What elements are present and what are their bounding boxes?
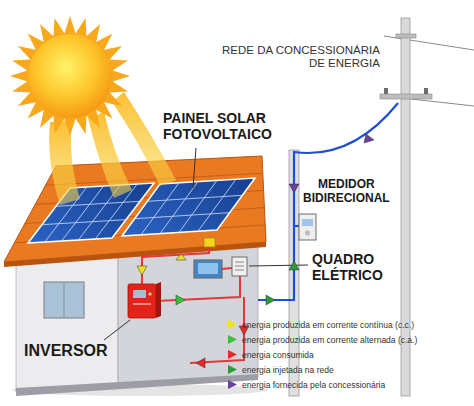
sun xyxy=(10,16,130,136)
flow-arrow-part xyxy=(196,358,205,368)
sun-rays-part xyxy=(49,120,80,205)
legend-text: energia consumida xyxy=(242,350,314,360)
house-part xyxy=(64,282,65,318)
house-part xyxy=(118,243,258,388)
legend-arrow xyxy=(228,335,237,344)
inverter-part xyxy=(156,282,161,318)
house-wiring-part xyxy=(142,247,209,284)
panel-board-part xyxy=(235,266,244,267)
panel-board-part xyxy=(232,257,247,276)
bidirectional-meter-part xyxy=(299,214,316,240)
sun-rays-part xyxy=(88,112,132,198)
roof-part xyxy=(4,242,266,267)
legend-row: energia produzida em corrente alternada … xyxy=(228,333,417,346)
legend-arrow xyxy=(228,320,237,329)
house-part xyxy=(16,252,118,392)
label-holder: PAINEL SOLAR FOTOVOLTAICO xyxy=(163,110,272,142)
solar-panel-part-part xyxy=(141,183,179,235)
sun-part xyxy=(28,34,112,118)
flow-arrow-part xyxy=(364,134,374,143)
bidirectional-meter-part xyxy=(302,219,313,226)
legend-row: energia consumida xyxy=(228,348,314,361)
house-wiring-part xyxy=(156,276,240,301)
panel-board xyxy=(232,257,247,276)
flow-arrow-part xyxy=(137,266,147,275)
solar-panel-part-part xyxy=(179,180,217,232)
inverter xyxy=(128,282,161,318)
inverter-part xyxy=(133,290,146,298)
legend-arrow xyxy=(228,380,237,389)
legend-text: energia fornecida pela concessionária xyxy=(242,380,385,390)
inverter-part xyxy=(128,284,156,318)
house-wiring-part xyxy=(190,297,244,363)
solar-panel-part-part xyxy=(160,182,198,234)
flow-arrow-part xyxy=(289,261,299,270)
meter-label: MEDIDOR BIDIRECIONAL xyxy=(303,178,390,206)
solar-panel-part-part xyxy=(198,179,236,231)
dc-junction-box xyxy=(204,238,215,247)
house xyxy=(16,243,258,396)
house-part xyxy=(44,282,84,318)
bidirectional-meter-part xyxy=(305,231,310,236)
panel-board-label: QUADRO ELÉTRICO xyxy=(312,251,383,283)
legend-row: energia fornecida pela concessionária xyxy=(228,378,385,391)
energy-monitor-part xyxy=(198,263,218,274)
utility-pole-part xyxy=(380,94,432,99)
label-holder: QUADRO ELÉTRICO xyxy=(312,251,383,283)
roof xyxy=(4,156,266,267)
service-wire xyxy=(258,103,398,300)
legend-text: energia produzida em corrente contínua (… xyxy=(242,320,414,330)
leader-line-part xyxy=(249,265,308,266)
flow-arrow-part xyxy=(289,184,299,193)
solar-panel-part-part xyxy=(135,213,230,219)
utility-pole-part xyxy=(396,34,416,38)
inverter-part xyxy=(148,292,151,295)
legend-arrow xyxy=(228,350,237,359)
flow-arrow-part xyxy=(176,295,185,305)
house-part xyxy=(16,374,258,396)
solar-panel-part xyxy=(122,178,255,236)
sun-part xyxy=(10,16,130,136)
inverter-label: INVERSOR xyxy=(24,342,108,360)
label-holder: REDE DA CONCESSIONÁRIA DE ENERGIA xyxy=(212,44,380,70)
flow-arrow-part xyxy=(266,295,275,305)
legend-text: energia produzida em corrente alternada … xyxy=(242,335,417,345)
label-holder: INVERSOR xyxy=(24,342,108,360)
legend-row: energia produzida em corrente contínua (… xyxy=(228,318,414,331)
grid-label: REDE DA CONCESSIONÁRIA DE ENERGIA xyxy=(212,44,380,70)
solar-panel-part-part xyxy=(42,220,126,225)
leader-line-part xyxy=(104,320,130,340)
legend-text: energia injetada na rede xyxy=(242,365,334,375)
flow-arrow-part xyxy=(176,254,186,260)
inverter-part xyxy=(133,303,151,305)
solar-panel-part xyxy=(122,178,255,236)
dc-junction-box-part xyxy=(204,238,215,247)
solar-panel xyxy=(122,178,255,236)
energy-monitor-part xyxy=(194,260,222,278)
legend-row: energia injetada na rede xyxy=(228,363,334,376)
panel-board-part xyxy=(235,270,244,271)
panel-label: PAINEL SOLAR FOTOVOLTAICO xyxy=(163,110,272,142)
service-wire-part xyxy=(258,103,398,300)
solar-panel-part-part xyxy=(147,195,242,201)
house-wiring-part xyxy=(222,268,232,269)
energy-monitor xyxy=(194,260,222,278)
label-holder: MEDIDOR BIDIRECIONAL xyxy=(303,178,390,206)
leader-line-part xyxy=(193,148,196,188)
roof-part xyxy=(14,173,265,243)
bidirectional-meter xyxy=(299,214,316,240)
leader-line xyxy=(104,148,308,340)
panel-board-part xyxy=(235,262,244,263)
utility-pole-part xyxy=(384,88,388,94)
legend-arrow xyxy=(228,365,237,374)
utility-pole-part xyxy=(424,88,428,94)
house-wiring xyxy=(142,247,244,363)
